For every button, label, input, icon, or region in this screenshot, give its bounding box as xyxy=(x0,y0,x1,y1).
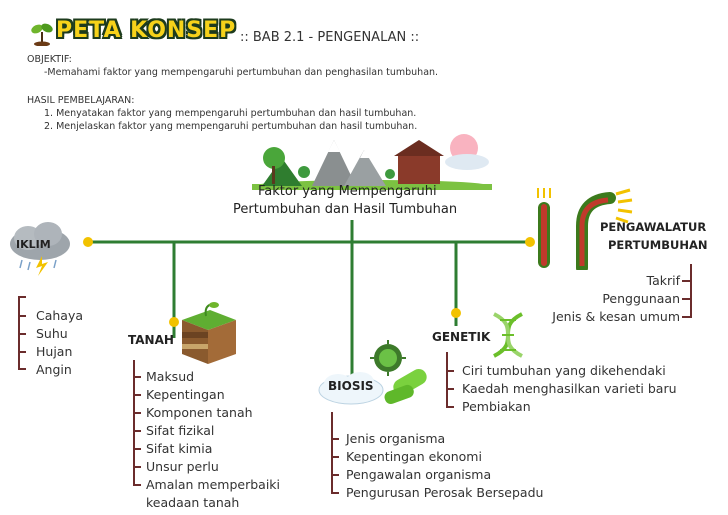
list-item: Jenis organisma xyxy=(346,431,446,446)
list-item: Cahaya xyxy=(36,308,84,323)
cloud-storm-icon xyxy=(6,220,74,282)
list-item: Komponen tanah xyxy=(146,405,253,420)
bracket-tick xyxy=(331,492,339,494)
bracket-tanah xyxy=(133,360,135,484)
bracket-tick xyxy=(133,376,141,378)
list-item: Pengawalan organisma xyxy=(346,467,492,482)
bracket-biosis xyxy=(331,412,333,494)
bracket-genetik xyxy=(446,352,448,408)
outcomes-heading: HASIL PEMBELAJARAN: xyxy=(27,95,135,106)
node-label-pengawalatur-1: PENGAWALATUR xyxy=(600,220,707,234)
bracket-tick xyxy=(133,412,141,414)
bracket-tick xyxy=(133,394,141,396)
list-pengawalatur: Takrif Penggunaan Jenis & kesan umum xyxy=(552,272,680,326)
bracket-tick xyxy=(133,448,141,450)
dna-icon xyxy=(488,312,528,362)
bracket-tick xyxy=(682,298,690,300)
list-item: Kepentingan ekonomi xyxy=(346,449,482,464)
list-iklim: Cahaya Suhu Hujan Angin xyxy=(36,307,83,379)
list-item: Maksud xyxy=(146,369,195,384)
bracket-tick xyxy=(133,430,141,432)
list-item: Kaedah menghasilkan varieti baru xyxy=(462,381,677,396)
bracket-tick xyxy=(18,315,26,317)
bracket-tick xyxy=(682,280,690,282)
soil-layers-icon xyxy=(178,302,240,372)
bracket-tick xyxy=(331,438,339,440)
biosis-cloud xyxy=(316,368,386,412)
bracket-tick xyxy=(18,368,26,370)
list-item: Jenis & kesan umum xyxy=(552,309,680,324)
bracket-tick xyxy=(446,406,454,408)
list-item: Sifat kimia xyxy=(146,441,213,456)
list-item: Sifat fizikal xyxy=(146,423,215,438)
list-item: Penggunaan xyxy=(602,291,680,306)
list-item: Pengurusan Perosak Bersepadu xyxy=(346,485,544,500)
bracket-tick xyxy=(133,466,141,468)
bracket-tick xyxy=(18,351,26,353)
bracket-tick xyxy=(331,456,339,458)
bracket-tick xyxy=(18,296,26,298)
list-item: Kepentingan xyxy=(146,387,225,402)
bracket-tick xyxy=(331,474,339,476)
node-label-tanah: TANAH xyxy=(128,333,174,347)
list-item: Pembiakan xyxy=(462,399,531,414)
node-label-genetik: GENETIK xyxy=(432,330,491,344)
bracket-tick xyxy=(682,316,690,318)
bacteria-icon xyxy=(366,338,436,412)
list-item: Amalan memperbaiki xyxy=(146,477,281,492)
bracket-pengawalatur xyxy=(690,264,692,318)
node-label-pengawalatur-2: PERTUMBUHAN xyxy=(608,238,708,252)
page-title: PETA KONSEP xyxy=(56,18,237,43)
outcome-item: 2. Menjelaskan faktor yang mempengaruhi … xyxy=(44,121,418,132)
node-label-iklim: IKLIM xyxy=(16,238,51,251)
list-item: Angin xyxy=(36,362,72,377)
plant-tip-icon xyxy=(530,186,640,274)
list-item: Ciri tumbuhan yang dikehendaki xyxy=(462,363,666,378)
node-label-biosis: BIOSIS xyxy=(328,379,374,393)
center-title-line1: Faktor yang Mempengaruhi xyxy=(258,184,437,199)
list-tanah: Maksud Kepentingan Komponen tanah Sifat … xyxy=(146,368,280,512)
landscape-icon xyxy=(252,128,492,194)
bracket-tick xyxy=(133,484,141,486)
list-genetik: Ciri tumbuhan yang dikehendaki Kaedah me… xyxy=(462,362,677,416)
list-item: Hujan xyxy=(36,344,73,359)
outcome-item: 1. Menyatakan faktor yang mempengaruhi p… xyxy=(44,108,417,119)
chapter-title: :: BAB 2.1 - PENGENALAN :: xyxy=(240,30,420,45)
bracket-iklim xyxy=(18,296,20,368)
objective-text: -Memahami faktor yang mempengaruhi pertu… xyxy=(44,67,439,78)
list-item: Unsur perlu xyxy=(146,459,219,474)
list-item: Takrif xyxy=(646,273,680,288)
list-item: Suhu xyxy=(36,326,68,341)
bracket-tick xyxy=(446,388,454,390)
bracket-tick xyxy=(446,370,454,372)
list-item: keadaan tanah xyxy=(146,495,240,510)
objective-heading: OBJEKTIF: xyxy=(27,54,72,65)
sprout-icon xyxy=(30,20,54,50)
bracket-tick xyxy=(18,333,26,335)
center-title-line2: Pertumbuhan dan Hasil Tumbuhan xyxy=(233,202,458,217)
list-biosis: Jenis organisma Kepentingan ekonomi Peng… xyxy=(346,430,543,502)
